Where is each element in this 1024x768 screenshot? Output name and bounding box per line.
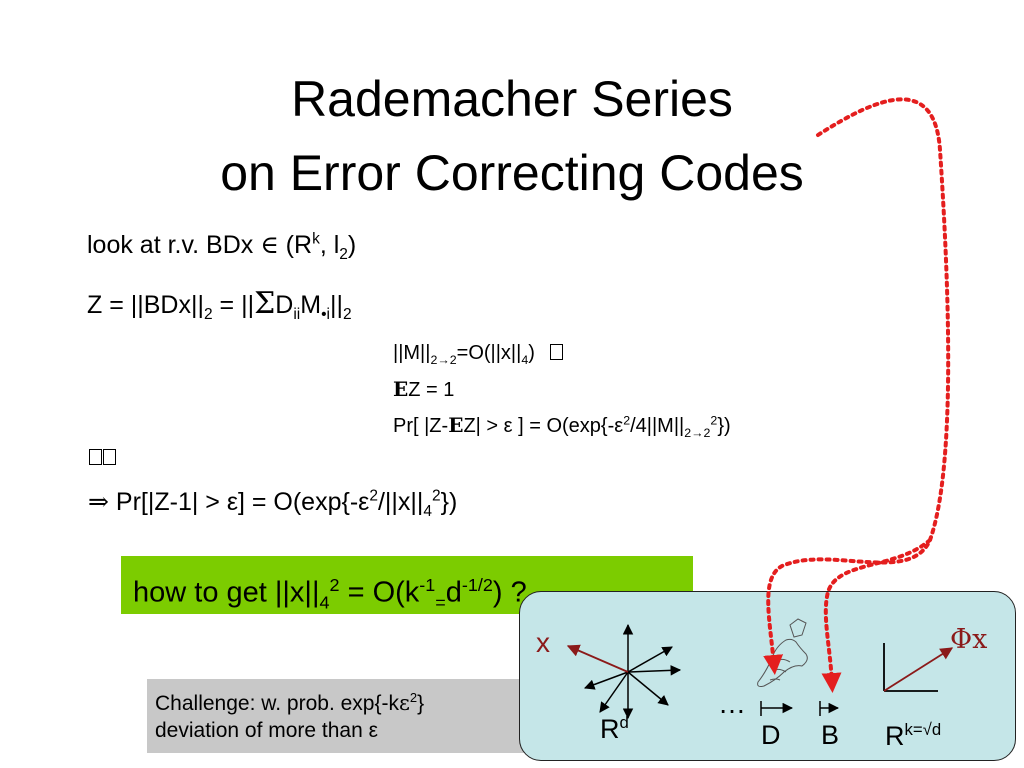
placeholder-box-icon bbox=[103, 449, 116, 465]
title-line-2: on Error Correcting Codes bbox=[220, 145, 804, 201]
placeholder-box-icon bbox=[550, 344, 564, 360]
placeholder-boxes bbox=[89, 449, 117, 469]
question-box: how to get ||x||42 = O(k-1=d-1/2) ? bbox=[121, 556, 693, 614]
challenge-line-2: deviation of more than ε bbox=[155, 719, 378, 742]
x-label: x bbox=[536, 627, 550, 658]
b-label: B bbox=[821, 720, 840, 750]
title-line-1: Rademacher Series bbox=[291, 71, 733, 127]
fact-probability: Pr[ |Z-EZ| > ε ] = O(exp{-ε2/4||M||2→22}… bbox=[393, 413, 731, 440]
fact-norm-m: ||M||2→2=O(||x||4) bbox=[393, 342, 564, 367]
fact-expectation: EZ = 1 bbox=[393, 377, 455, 401]
placeholder-box-icon bbox=[89, 449, 102, 465]
body-line-2: Z = ||BDx||2 = ||ΣDiiM•i||2 bbox=[87, 286, 352, 323]
rk-label: Rk=√d bbox=[885, 720, 942, 751]
challenge-line-1: Challenge: w. prob. exp{-kε2} bbox=[155, 690, 425, 715]
implies-icon: ⇒ bbox=[88, 487, 109, 516]
rd-label: Rd bbox=[600, 713, 629, 744]
challenge-box: Challenge: w. prob. exp{-kε2} deviation … bbox=[147, 679, 525, 753]
ellipsis: … bbox=[718, 688, 746, 719]
body-line-1: look at r.v. BDx ∈ (Rk, l2) bbox=[87, 230, 357, 263]
phi-x-label: Φx bbox=[950, 624, 988, 655]
d-label: D bbox=[761, 720, 781, 750]
conclusion-line: ⇒ Pr[|Z-1| > ε] = O(exp{-ε2/||x||42}) bbox=[88, 487, 458, 520]
